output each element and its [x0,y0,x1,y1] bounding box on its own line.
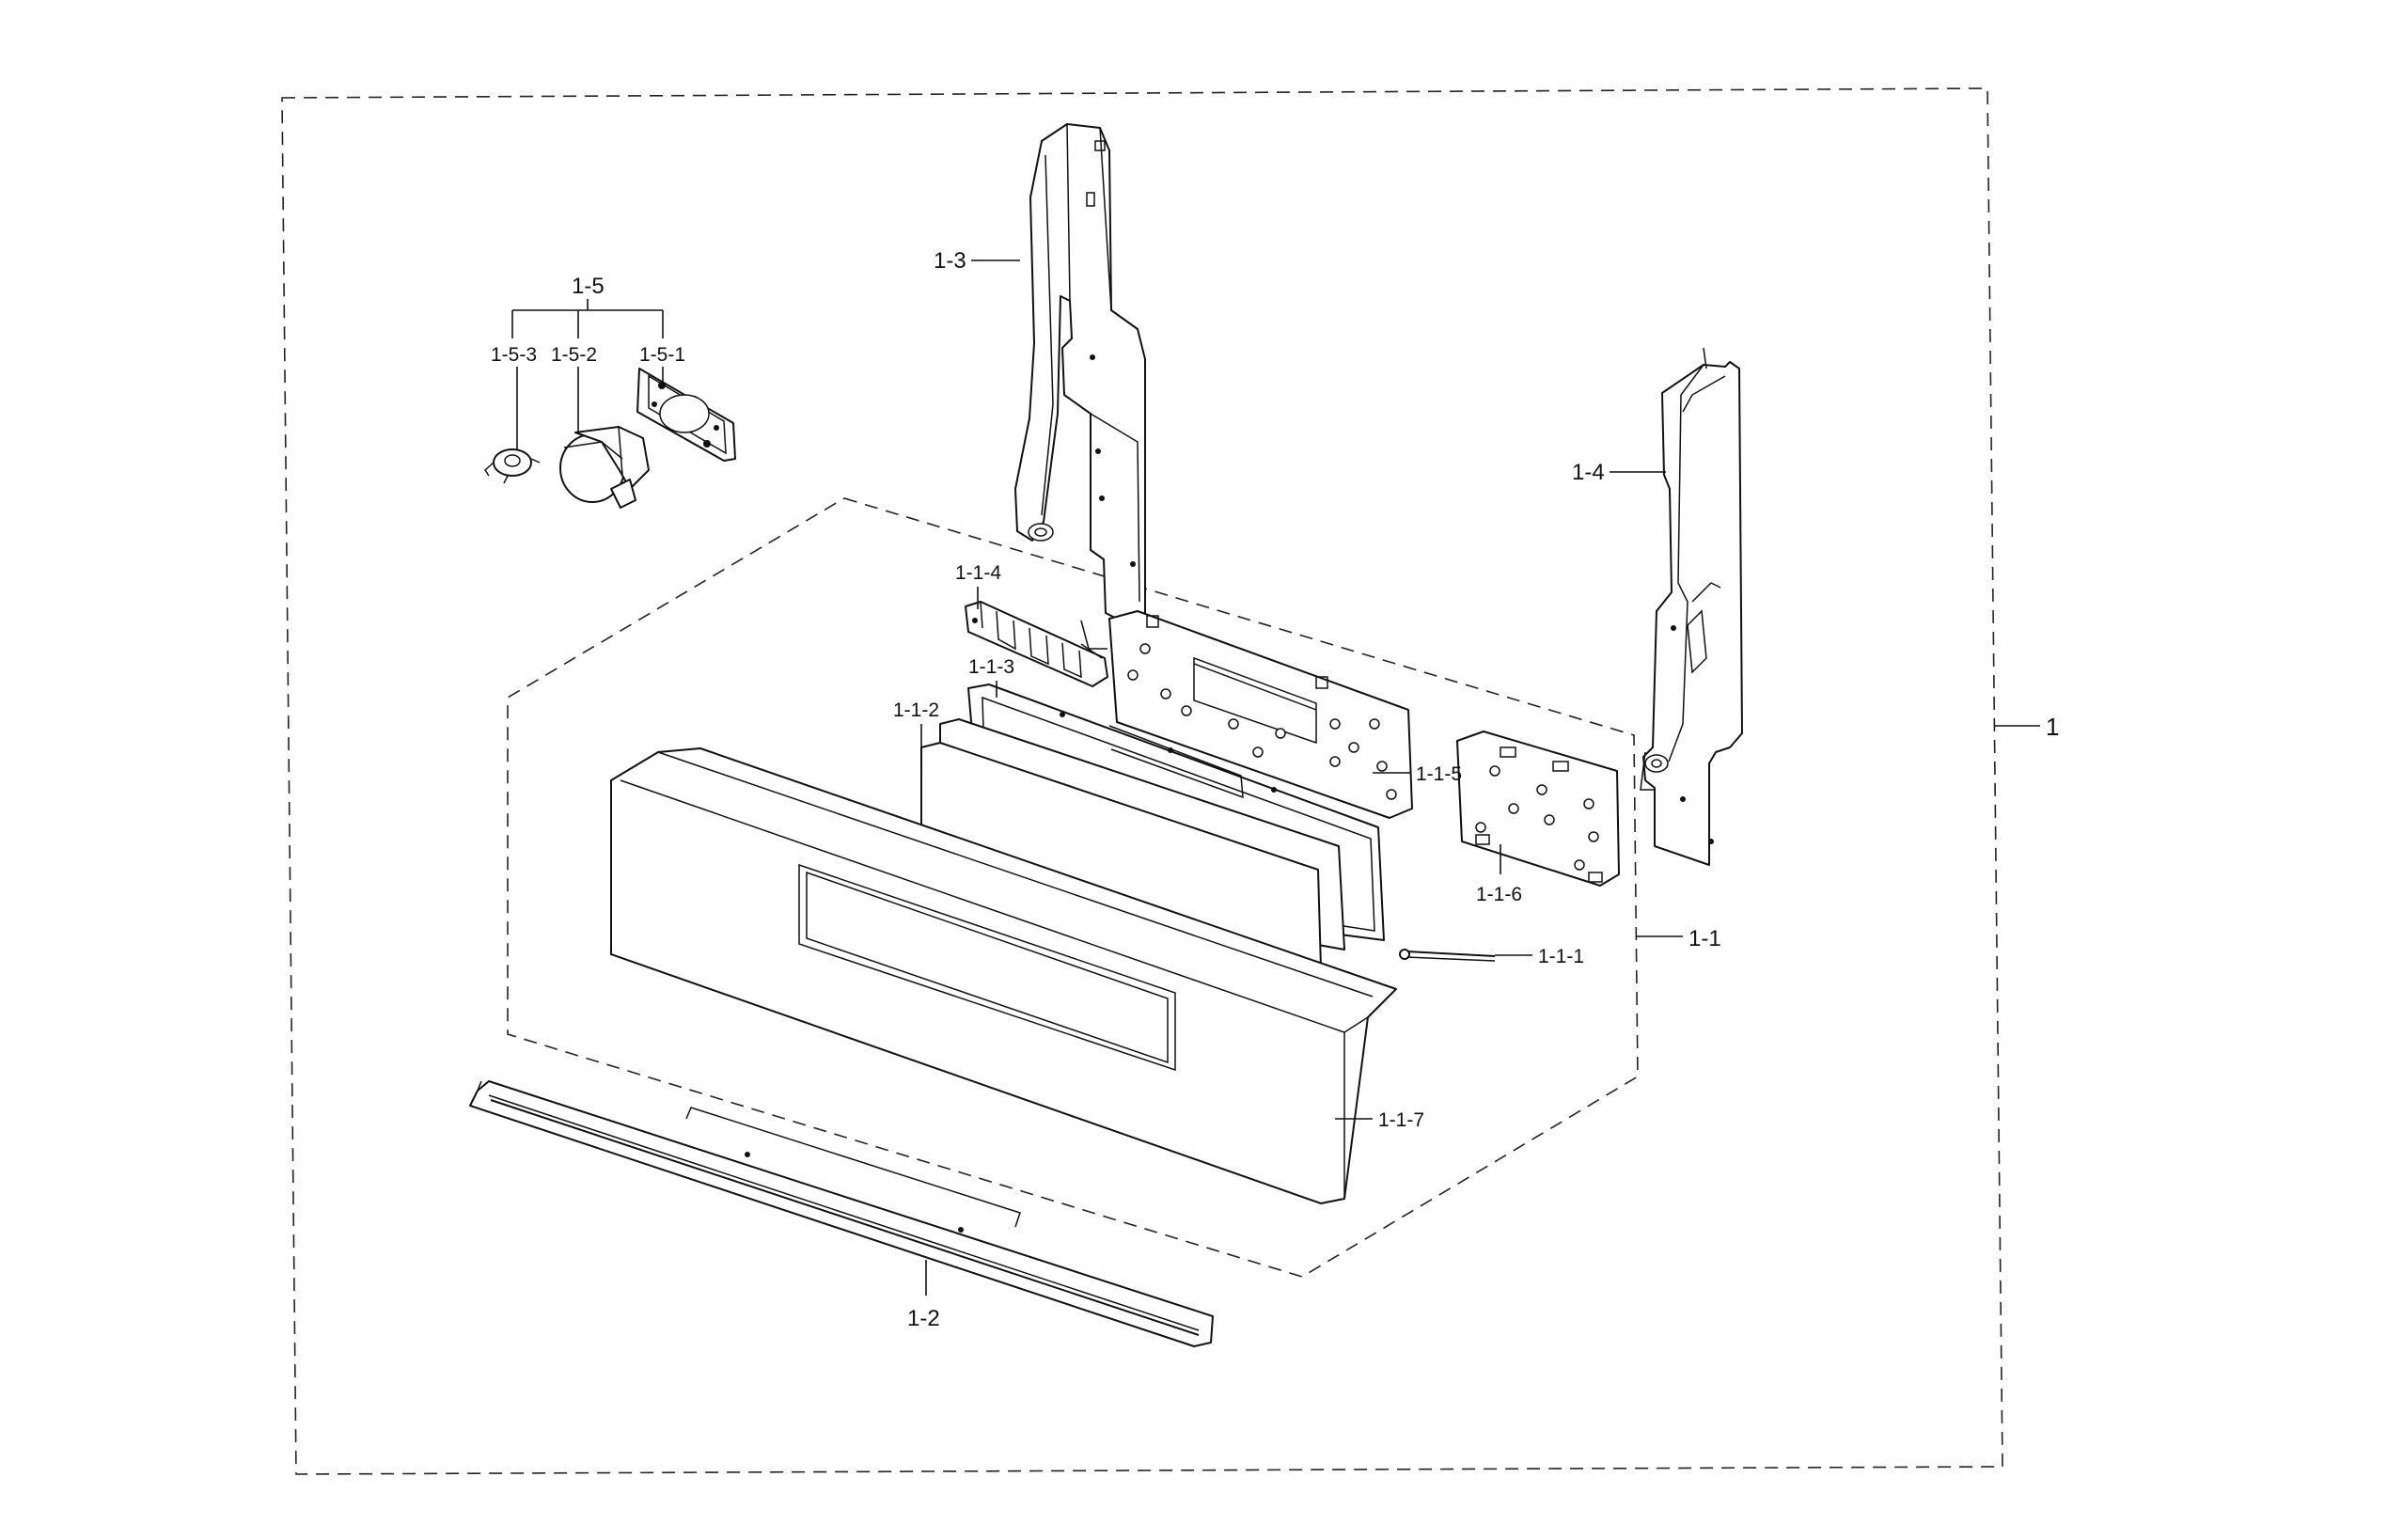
leader-lines [511,259,2040,1296]
label-assembly-1: 1 [2046,713,2059,741]
label-1-1-4: 1-1-4 [955,562,1001,584]
part-1-5-3-switch [484,448,541,484]
label-1-1-3: 1-1-3 [968,656,1014,678]
label-1-2: 1-2 [907,1306,940,1331]
part-1-2-bottom-trim [469,1080,1214,1347]
label-1-1-7: 1-1-7 [1378,1109,1424,1131]
label-1-1: 1-1 [1688,926,1721,951]
label-1-1-5: 1-1-5 [1416,763,1462,785]
part-1-1-7-front-panel [610,747,1397,1204]
part-1-1-5-control-board [1108,610,1413,819]
part-1-1-6-small-board [1456,731,1620,887]
label-1-3: 1-3 [934,248,966,274]
part-1-5-2-motor [559,426,650,509]
label-1-1-6: 1-1-6 [1476,884,1522,905]
part-1-5-1-plate [636,368,736,462]
label-1-5-1: 1-5-1 [639,344,685,366]
label-1-5-3: 1-5-3 [491,344,537,366]
label-1-5-2: 1-5-2 [551,344,597,366]
label-1-1-2: 1-1-2 [893,699,939,721]
part-1-4-right-bracket [1640,347,1743,866]
label-1-1-1: 1-1-1 [1538,946,1584,967]
assembly-boundary [281,87,2003,1475]
label-1-4: 1-4 [1572,460,1605,485]
part-1-1-4-bracket [965,601,1108,687]
part-1-1-1-screw [1399,949,1496,962]
subassembly-1-1-boundary [507,497,1639,1278]
part-labels: 1 1-1 1-1-1 1-1-2 1-1-3 1-1-4 1-1-5 1-1-… [491,248,2059,1331]
label-1-5: 1-5 [572,274,605,299]
part-1-3-left-bracket [1014,123,1146,650]
